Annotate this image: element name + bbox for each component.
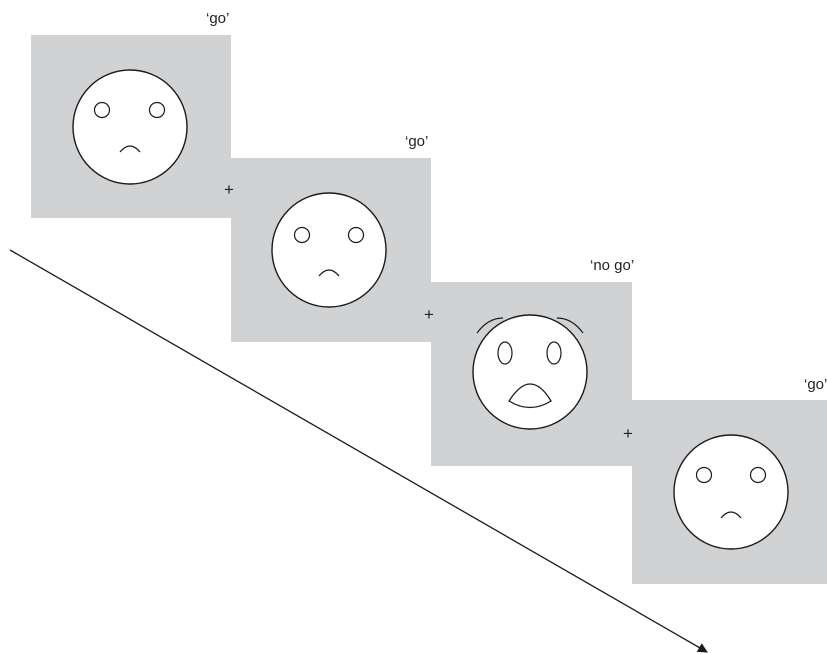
sad-face-icon (673, 434, 789, 550)
fixation-cross: + (424, 305, 434, 324)
fearful-face-icon (472, 314, 588, 430)
trial-label-2: ‘go’ (405, 133, 428, 150)
trial-label-3: ‘no go’ (590, 257, 634, 274)
trial-label-1: ‘go’ (206, 10, 229, 27)
time-arrow-icon (9, 249, 708, 653)
trial-label-4: ‘go’ (804, 376, 827, 393)
fixation-cross: + (623, 424, 633, 443)
sad-face-icon (271, 192, 387, 308)
fixation-cross: + (224, 180, 234, 199)
sad-face-icon (72, 69, 188, 185)
